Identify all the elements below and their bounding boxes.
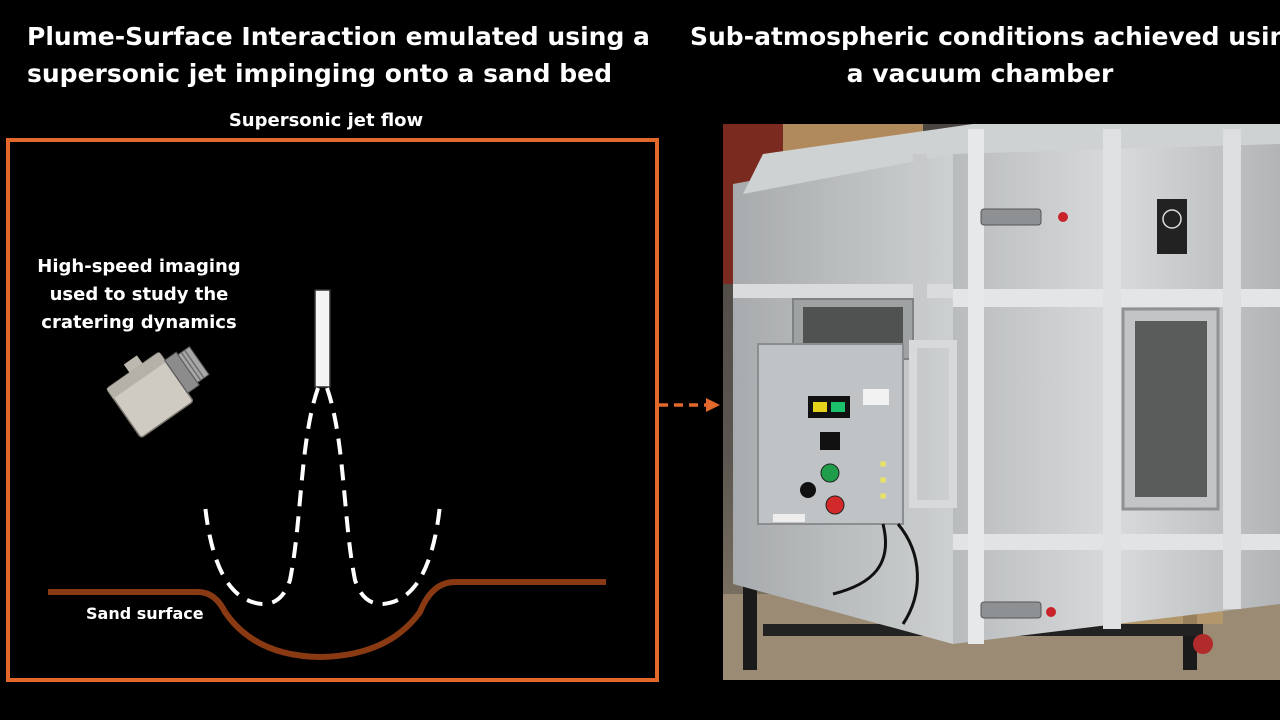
- left-title-line-2: supersonic jet impinging onto a sand bed: [27, 59, 612, 88]
- right-title-line-2: a vacuum chamber: [846, 59, 1114, 88]
- vacuum-chamber-photo: [723, 124, 1280, 680]
- right-title-line-1: Sub-atmospheric conditions achieved usin…: [690, 22, 1280, 51]
- jet-flow-label: Supersonic jet flow: [228, 110, 424, 131]
- left-title: Plume-Surface Interaction emulated using…: [27, 18, 650, 92]
- jet-streamline-right: [325, 387, 442, 607]
- jet-plume: [203, 387, 442, 607]
- diagram-frame: [6, 138, 659, 682]
- sand-surface-label: Sand surface: [86, 604, 204, 623]
- link-arrow: [659, 398, 720, 412]
- imaging-label: High-speed imaging used to study the cra…: [37, 256, 241, 333]
- nozzle-icon: [314, 289, 331, 388]
- left-title-line-1: Plume-Surface Interaction emulated using…: [27, 22, 650, 51]
- camera-icon: [106, 345, 210, 438]
- control-box: [757, 343, 919, 625]
- jet-streamline-left: [203, 387, 320, 607]
- sand-surface-line: [48, 579, 606, 660]
- chamber-illustration: [723, 124, 1280, 680]
- right-title: Sub-atmospheric conditions achieved usin…: [690, 18, 1280, 92]
